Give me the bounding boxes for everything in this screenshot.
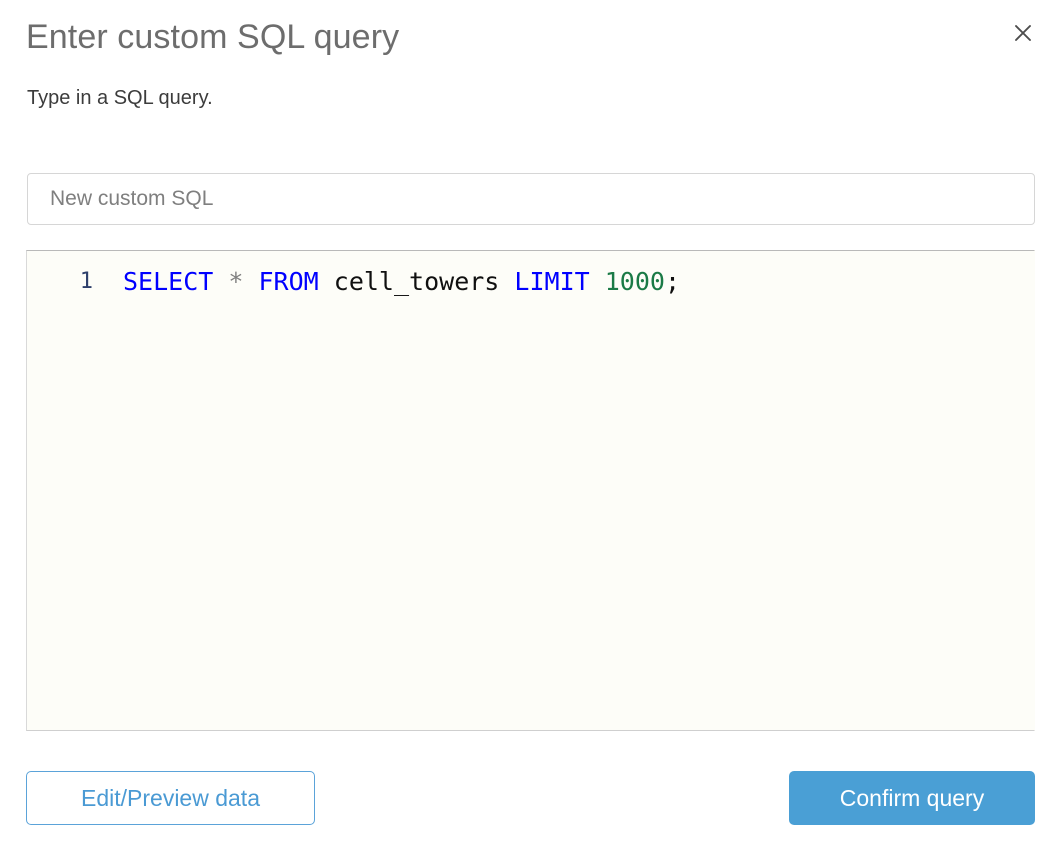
- sql-token-ident: cell_towers: [333, 267, 500, 296]
- sql-editor[interactable]: 1 SELECT * FROM cell_towers LIMIT 1000;: [26, 250, 1035, 731]
- sql-token-plain: [499, 267, 514, 296]
- line-number: 1: [79, 269, 93, 294]
- sql-token-plain: [319, 267, 334, 296]
- sql-token-keyword: SELECT: [123, 267, 214, 296]
- sql-token-plain: [590, 267, 605, 296]
- sql-token-keyword: LIMIT: [514, 267, 590, 296]
- sql-token-plain: [213, 267, 228, 296]
- sql-code-text[interactable]: SELECT * FROM cell_towers LIMIT 1000;: [123, 265, 680, 299]
- sql-token-operator: *: [228, 267, 244, 296]
- sql-token-plain: [243, 267, 258, 296]
- edit-preview-data-button[interactable]: Edit/Preview data: [26, 771, 315, 825]
- query-name-input[interactable]: [27, 173, 1035, 225]
- code-line: 1 SELECT * FROM cell_towers LIMIT 1000;: [27, 251, 1034, 299]
- dialog-subtitle: Type in a SQL query.: [27, 87, 213, 109]
- confirm-query-button[interactable]: Confirm query: [789, 771, 1035, 825]
- page-title: Enter custom SQL query: [26, 18, 400, 56]
- close-button[interactable]: [1007, 17, 1039, 49]
- close-icon: [1013, 23, 1033, 43]
- sql-token-number: 1000: [604, 267, 665, 296]
- sql-token-keyword: FROM: [258, 267, 319, 296]
- sql-token-punct: ;: [664, 267, 681, 296]
